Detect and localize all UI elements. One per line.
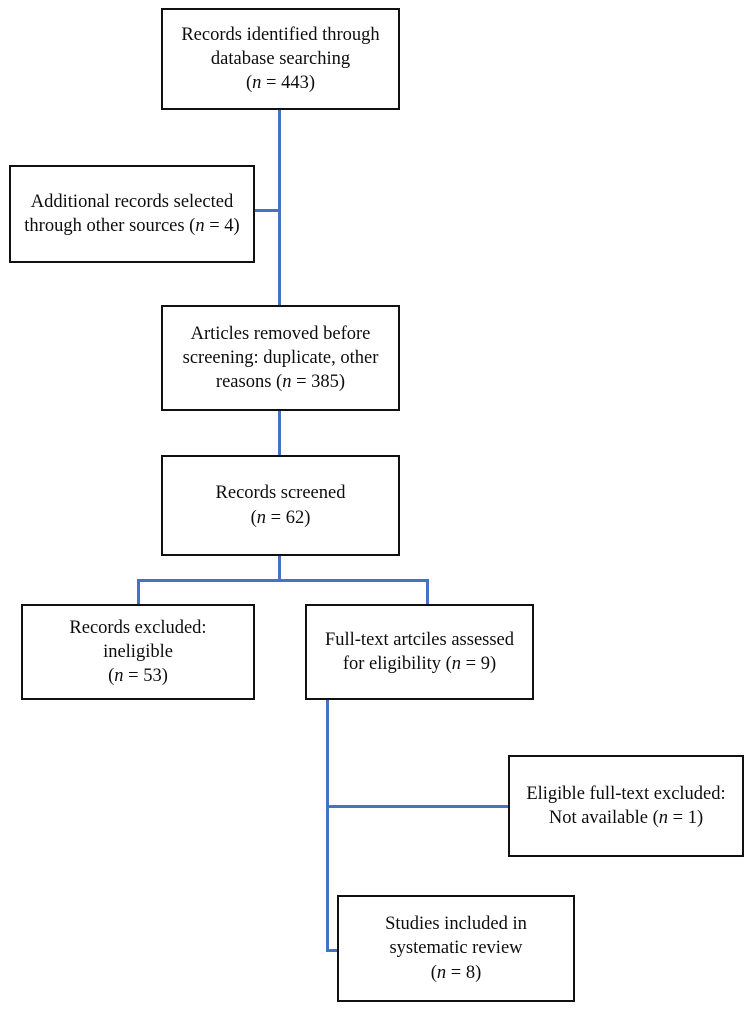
connector-fulltext-to-included xyxy=(326,949,339,952)
connector-fulltext-to-excluded xyxy=(326,805,509,808)
fulltext-excluded-line1: Eligible full-text excluded: xyxy=(526,783,726,804)
connector-split-to-fulltext xyxy=(426,579,429,605)
fulltext-excluded-line2: Not available (n = 1) xyxy=(548,808,704,828)
records-identified-count: (n = 443) xyxy=(245,73,316,94)
connector-additional-to-trunk xyxy=(255,209,281,212)
studies-included-line2: systematic review xyxy=(389,938,523,959)
connector-screened-to-split xyxy=(278,556,281,581)
connector-removed-to-screened xyxy=(278,411,281,455)
records-identified-line2: database searching xyxy=(210,48,351,69)
studies-included-count: (n = 8) xyxy=(430,962,482,983)
fulltext-assessed-line1: Full-text artciles assessed xyxy=(324,629,515,650)
fulltext-assessed-box: Full-text artciles assessed for eligibil… xyxy=(305,604,534,700)
articles-removed-box: Articles removed before screening: dupli… xyxy=(161,305,400,411)
articles-removed-line1: Articles removed before xyxy=(190,323,371,344)
articles-removed-line2: screening: duplicate, other xyxy=(182,347,379,368)
records-screened-line1: Records screened xyxy=(215,483,346,504)
studies-included-line1: Studies included in xyxy=(385,914,527,935)
additional-records-line2: through other sources (n = 4) xyxy=(24,216,240,236)
records-screened-count: (n = 62) xyxy=(250,507,311,528)
fulltext-assessed-line2: for eligibility (n = 9) xyxy=(342,654,497,674)
connector-identified-to-removed xyxy=(278,110,281,305)
studies-included-box: Studies included in systematic review (n… xyxy=(337,895,575,1002)
records-identified-box: Records identified through database sear… xyxy=(161,8,400,110)
connector-split-to-excluded xyxy=(137,579,140,605)
fulltext-excluded-box: Eligible full-text excluded: Not availab… xyxy=(508,755,744,857)
additional-records-line1: Additional records selected xyxy=(30,191,234,212)
records-identified-line1: Records identified through xyxy=(181,24,380,45)
records-excluded-line2: ineligible xyxy=(103,641,173,662)
records-excluded-line1: Records excluded: xyxy=(69,617,207,638)
records-screened-box: Records screened (n = 62) xyxy=(161,455,400,556)
connector-split-bar xyxy=(137,579,429,582)
records-excluded-box: Records excluded: ineligible (n = 53) xyxy=(21,604,255,700)
connector-fulltext-stem xyxy=(326,700,329,951)
additional-records-box: Additional records selected through othe… xyxy=(9,165,255,263)
articles-removed-line3: reasons (n = 385) xyxy=(215,372,346,393)
records-excluded-count: (n = 53) xyxy=(108,666,168,687)
